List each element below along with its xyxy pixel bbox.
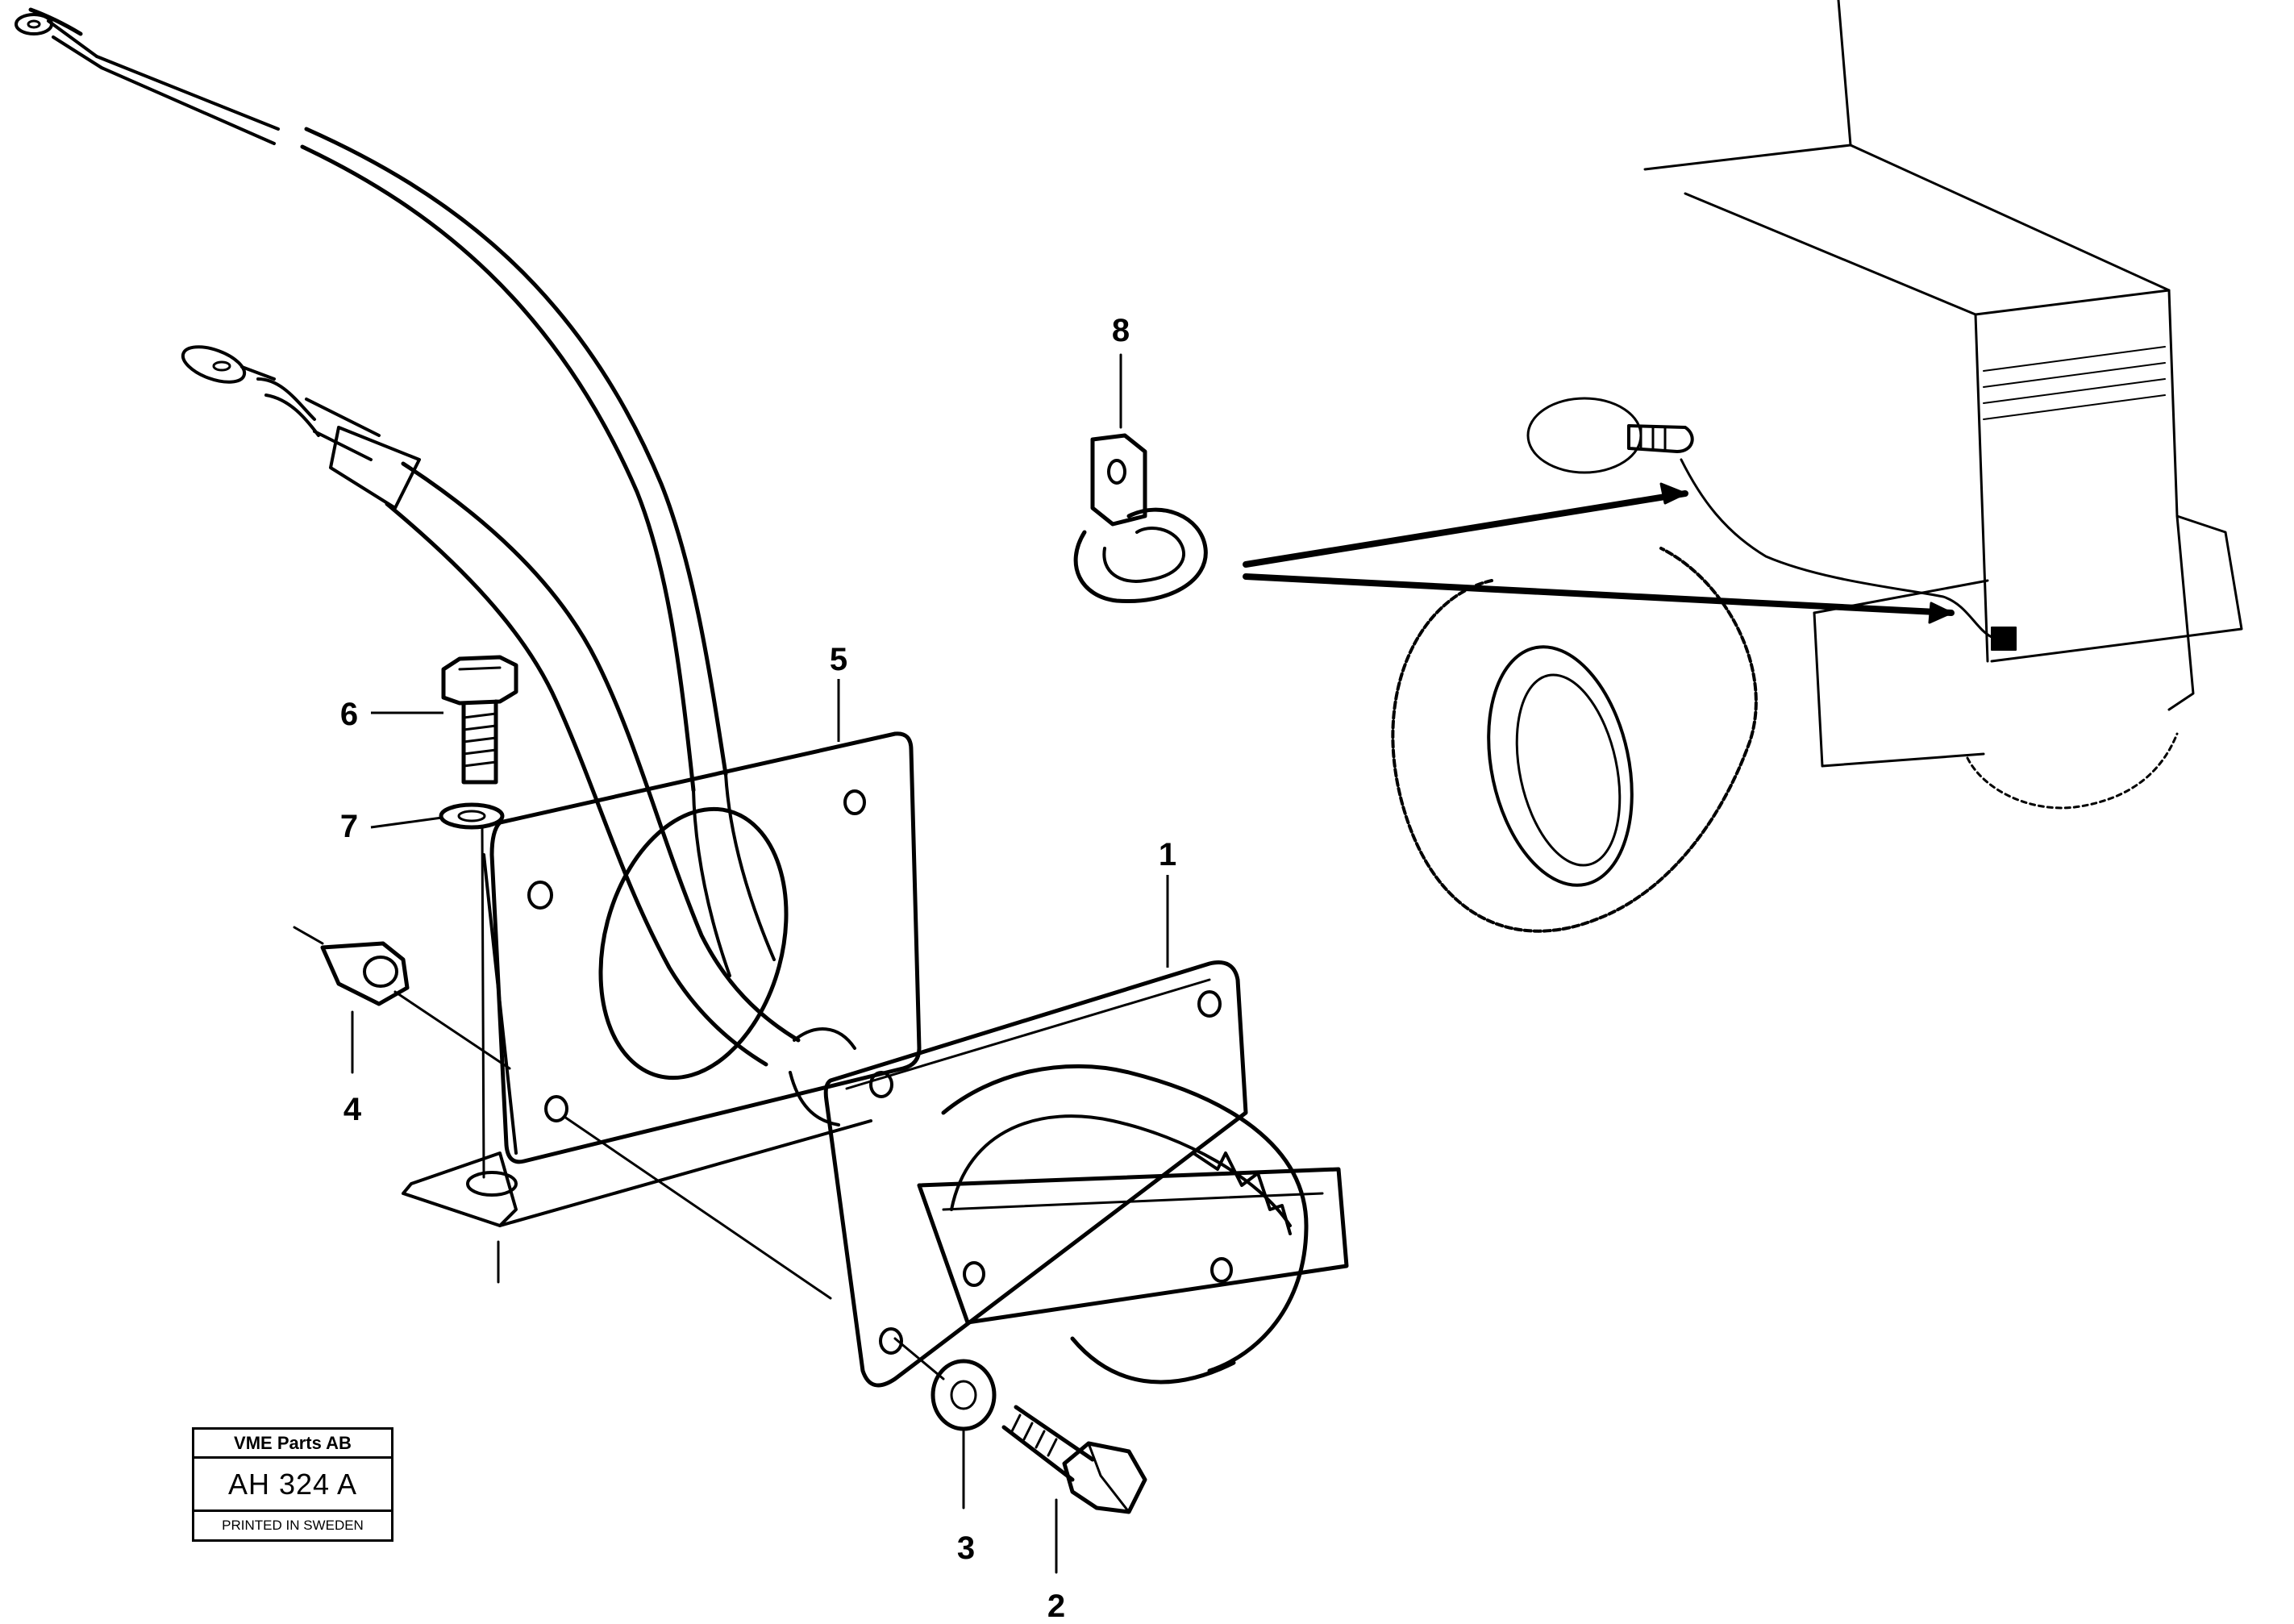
- callout-7: 7: [339, 809, 359, 844]
- washer-3: [893, 1337, 997, 1509]
- stamp-drawing-number: AH 324 A: [194, 1459, 391, 1512]
- upper-cable: [15, 7, 776, 977]
- stamp-footer: PRINTED IN SWEDEN: [222, 1518, 364, 1533]
- clamp-8: [1073, 353, 1208, 604]
- callout-8: 8: [1111, 313, 1130, 348]
- callout-5: 5: [829, 642, 848, 677]
- drawing-stamp: VME Parts AB AH 324 A PRINTED IN SWEDEN: [192, 1427, 393, 1542]
- socket-assembly: [789, 960, 1349, 1388]
- stamp-company: VME Parts AB: [194, 1430, 391, 1459]
- location-arrows: [1243, 482, 1955, 624]
- callout-3: 3: [956, 1530, 976, 1566]
- mounting-bracket: [402, 731, 922, 1284]
- bolt-6: [441, 655, 518, 785]
- callout-6: 6: [339, 697, 359, 732]
- callout-2: 2: [1047, 1589, 1066, 1624]
- washer-7: [439, 802, 505, 1179]
- callout-4: 4: [343, 1092, 362, 1127]
- callout-1: 1: [1158, 837, 1177, 872]
- bolt-2: [1001, 1405, 1147, 1574]
- nut-4: [293, 926, 511, 1074]
- machine-front: [1391, 0, 2243, 933]
